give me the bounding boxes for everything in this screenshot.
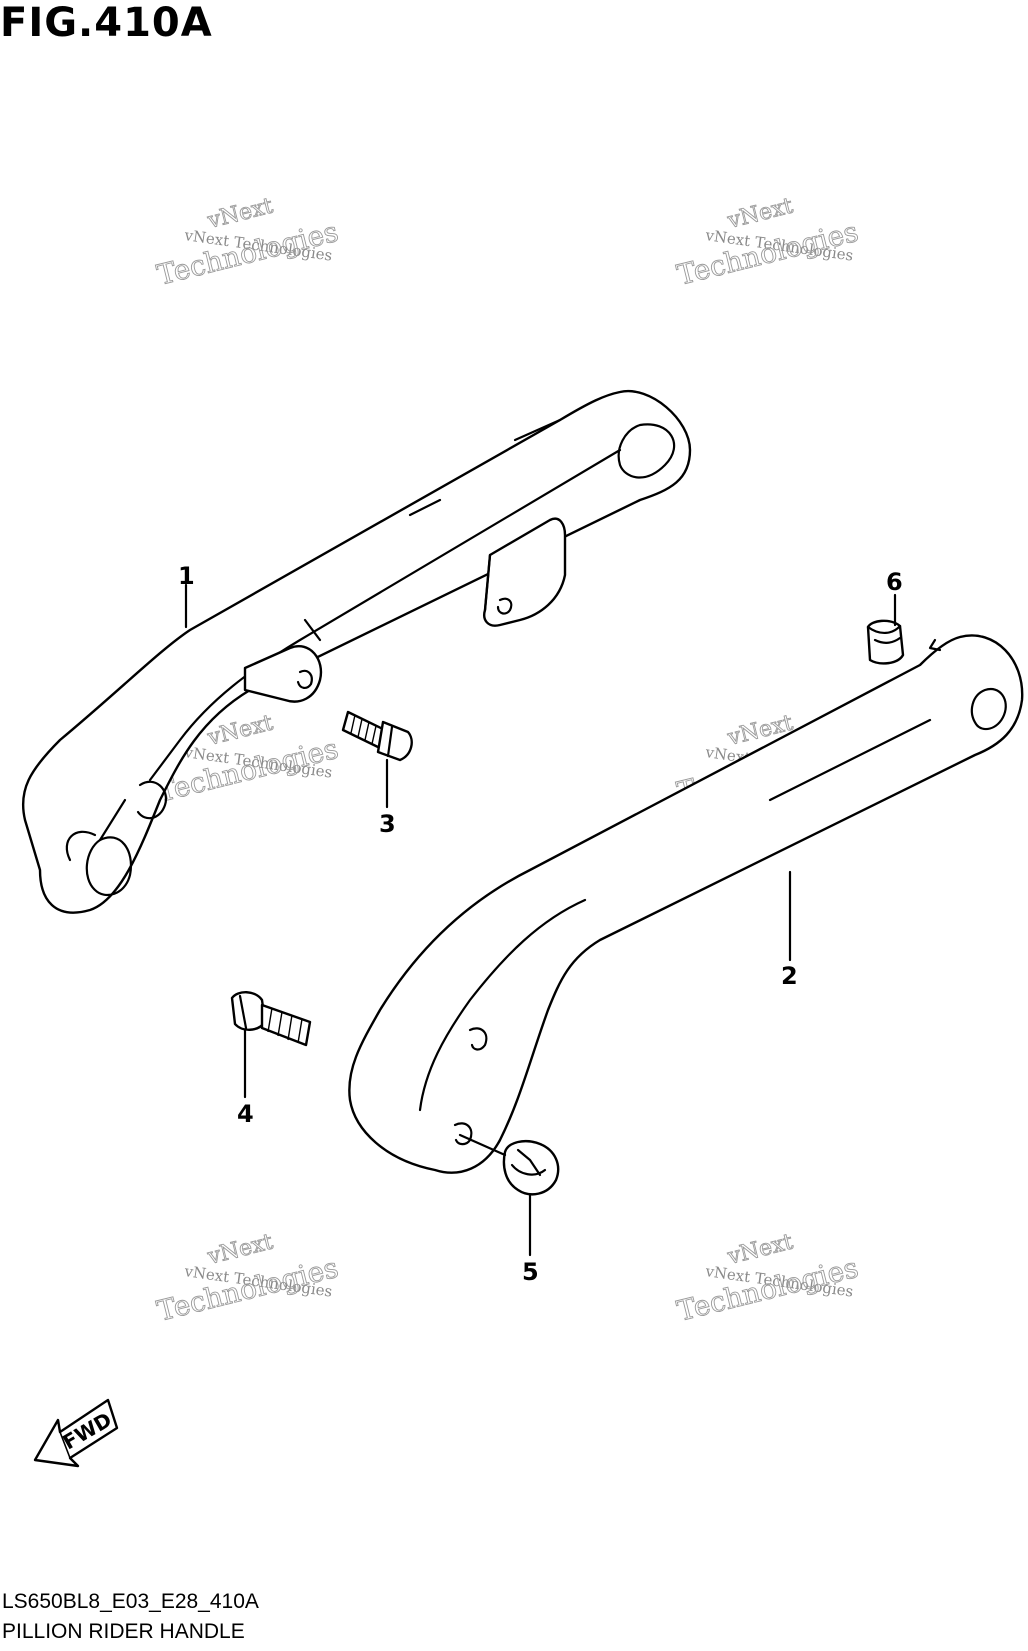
callout-2: 2 [781,962,798,990]
svg-text:vNext: vNext [204,194,275,234]
part-2-right-handle [348,634,1024,1174]
callout-6: 6 [886,568,903,596]
part-6-cushion [866,619,905,665]
callout-4: 4 [237,1100,254,1128]
figure-name: PILLION RIDER HANDLE [2,1620,245,1643]
svg-text:Technologies: Technologies [674,215,862,292]
watermark-top-left: vNext Technologies vNext Technologies [153,193,342,292]
svg-text:vNext: vNext [204,1230,275,1270]
svg-text:vNext: vNext [724,194,795,234]
part-4-bolt [230,991,312,1047]
watermark-top-right: vNext Technologies vNext Technologies [673,193,862,292]
svg-text:Technologies: Technologies [674,1251,862,1328]
callout-labels: 1 2 3 4 5 6 [178,562,903,1286]
svg-text:vNext: vNext [724,1230,795,1270]
watermark-bottom-right: vNext Technologies vNext Technologies [673,1229,862,1328]
figure-code: LS650BL8_E03_E28_410A [2,1590,259,1613]
part-5-cap-nut [502,1140,560,1196]
fwd-arrow: FWD [33,1398,119,1468]
leader-lines [184,583,897,1257]
part-3-bolt [341,710,413,762]
svg-text:Technologies: Technologies [154,215,342,292]
figure-title: FIG.410A [0,0,213,46]
callout-5: 5 [522,1258,539,1286]
watermark-bottom-left: vNext Technologies vNext Technologies [153,1229,342,1328]
svg-text:Technologies: Technologies [154,1251,342,1328]
callout-1: 1 [178,562,195,590]
callout-3: 3 [379,810,396,838]
part-1-left-handle [21,389,692,914]
